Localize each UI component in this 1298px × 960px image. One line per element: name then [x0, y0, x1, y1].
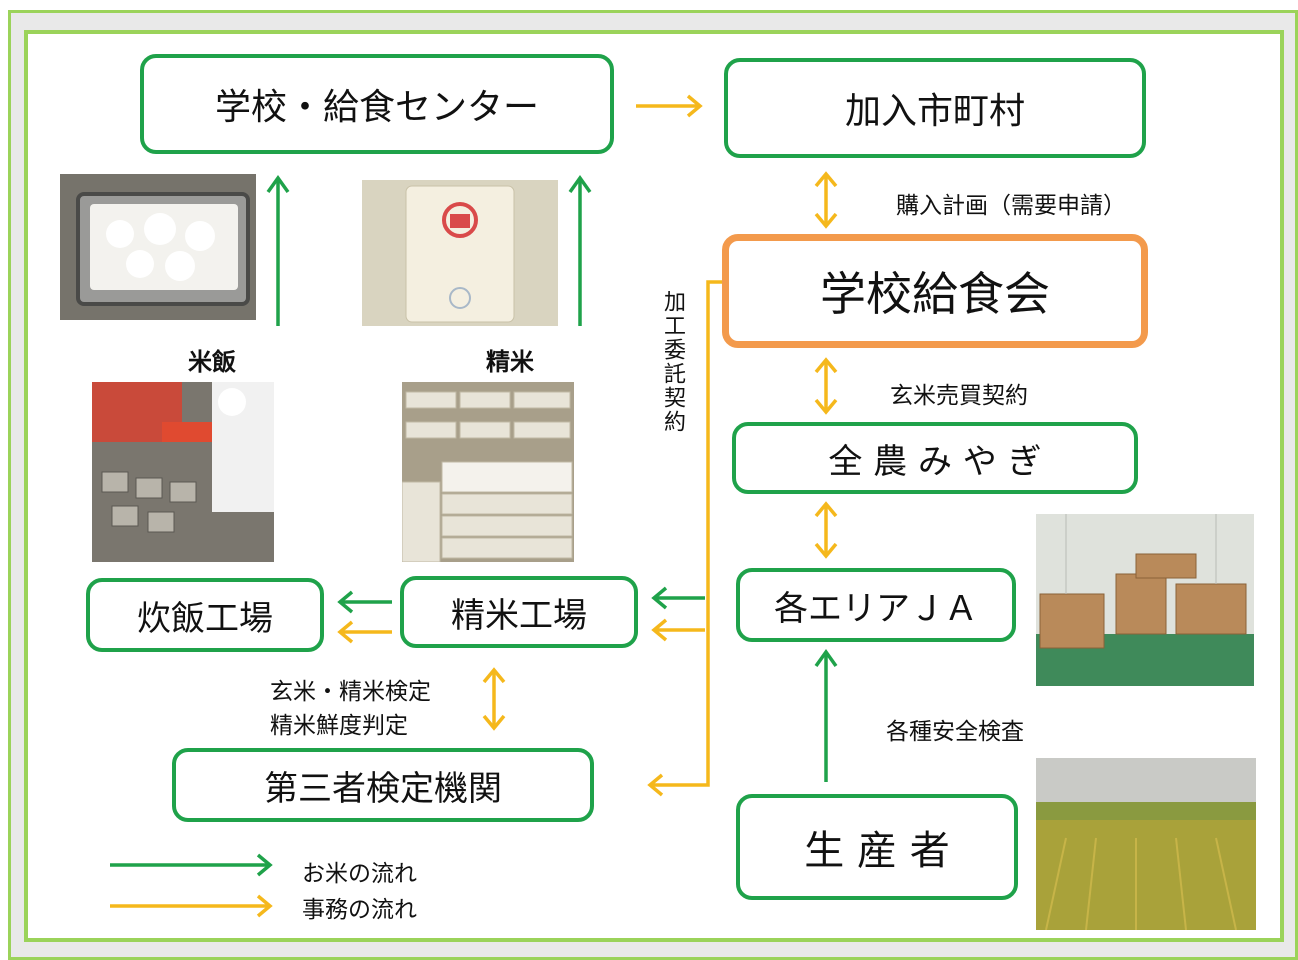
third-party-label: 第三者検定機関: [264, 768, 502, 809]
processing-contract-label: 加工委託契約: [660, 290, 685, 434]
brown-rice-contract-label: 玄米売買契約: [890, 383, 1028, 409]
polished-rice-label: 精米: [486, 348, 534, 376]
rice-sacks-photo: [402, 382, 574, 562]
purchase-plan-label: 購入計画（需要申請）: [896, 193, 1126, 219]
producer-label: 生 産 者: [804, 828, 950, 874]
cooked-rice-label: 米飯: [188, 348, 236, 376]
arrow-zennoh-areaja: [814, 501, 838, 559]
association-box: 学校給食会: [722, 234, 1148, 348]
inspection-label-1: 玄米・精米検定: [270, 679, 431, 705]
association-label: 学校給食会: [820, 267, 1050, 321]
safety-inspection-label: 各種安全検査: [886, 719, 1024, 745]
legend-green-arrow: [110, 853, 273, 877]
arrow-ricemill-to-cooking: [337, 590, 392, 644]
rice-mill-label: 精米工場: [451, 595, 587, 636]
rice-mill-box: 精米工場: [400, 576, 638, 648]
arrow-polished-to-school: [568, 174, 592, 326]
inspection-label-2: 精米鮮度判定: [270, 713, 408, 739]
municipalities-label: 加入市町村: [844, 91, 1025, 132]
arrow-association-zennoh: [814, 357, 838, 415]
processing-contract-line: [647, 280, 726, 797]
cooking-plant-box: 炊飯工場: [86, 578, 324, 652]
area-ja-box: 各エリアＪＡ: [736, 568, 1016, 642]
third-party-box: 第三者検定機関: [172, 748, 594, 822]
arrow-school-to-municipalities: [636, 94, 703, 118]
rice-field-photo: [1036, 758, 1256, 930]
municipalities-box: 加入市町村: [724, 58, 1146, 158]
cooked-rice-tray-photo: [60, 174, 256, 320]
zennoh-label: 全 農 み や ぎ: [828, 441, 1042, 482]
zennoh-box: 全 農 み や ぎ: [732, 422, 1138, 494]
arrow-areaja-to-ricemill: [651, 586, 705, 642]
arrow-municipalities-association: [814, 171, 838, 229]
school-center-box: 学校・給食センター: [140, 54, 614, 154]
arrow-ricemill-thirdparty: [482, 667, 506, 731]
producer-box: 生 産 者: [736, 794, 1018, 900]
cooking-plant-label: 炊飯工場: [137, 598, 273, 639]
area-ja-label: 各エリアＪＡ: [774, 588, 978, 629]
legend-rice-flow: お米の流れ: [302, 861, 417, 887]
school-center-label: 学校・給食センター: [214, 87, 539, 128]
rice-bag-photo: [362, 180, 558, 326]
arrow-cooked-to-school: [266, 174, 290, 326]
cooking-line-photo: [92, 382, 274, 562]
warehouse-photo: [1036, 514, 1254, 686]
arrow-producer-to-areaja: [814, 648, 838, 782]
legend-yellow-arrow: [110, 894, 273, 918]
legend-office-flow: 事務の流れ: [302, 897, 417, 923]
